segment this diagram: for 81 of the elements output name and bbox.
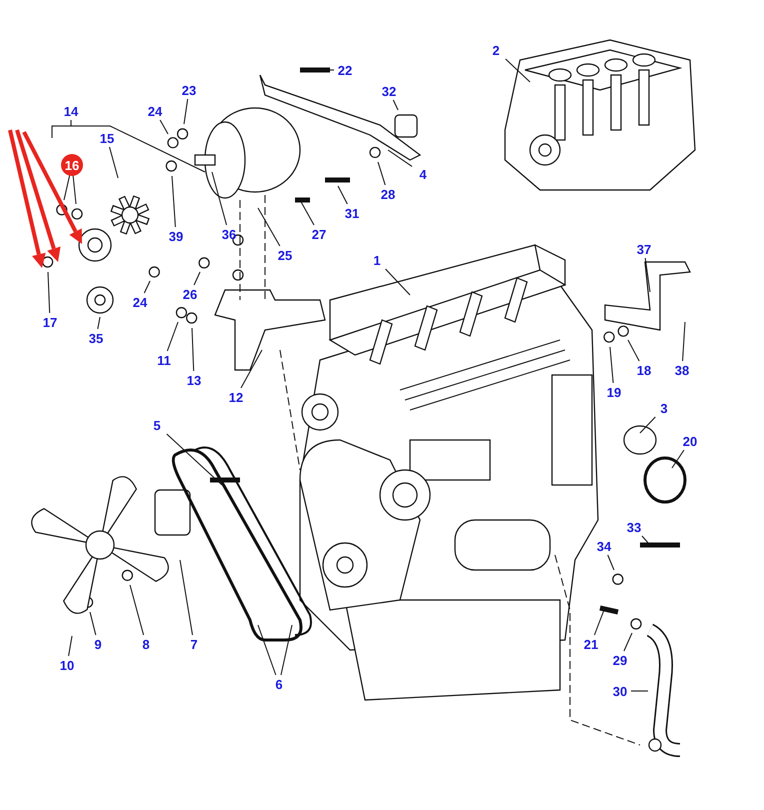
leader-line	[392, 100, 398, 110]
leader-line	[97, 316, 100, 330]
leader-line	[166, 434, 222, 486]
leader-line	[108, 146, 118, 178]
callout-number: 14	[62, 102, 80, 120]
callout-number: 33	[626, 518, 642, 536]
callout-number: 8	[141, 635, 151, 653]
leader-line	[607, 554, 614, 570]
leader-line	[624, 632, 632, 652]
leader-line	[644, 258, 650, 292]
leader-line	[180, 560, 193, 636]
leader-line	[212, 172, 228, 226]
leader-line	[192, 328, 194, 372]
leader-line	[48, 272, 50, 314]
callout-number: 34	[596, 537, 612, 555]
callout-number: 25	[276, 246, 294, 264]
leader-line	[388, 150, 412, 167]
leader-line	[338, 186, 348, 204]
callout-number: 7	[189, 635, 199, 653]
leader-line	[594, 610, 604, 636]
leader-line	[280, 624, 292, 676]
callout-number: 30	[612, 682, 628, 700]
leader-line	[630, 690, 648, 692]
callout-number: 27	[310, 225, 328, 243]
callout-number: 13	[186, 371, 202, 389]
callout-number: 11	[156, 351, 172, 369]
callout-number: 26	[182, 285, 198, 303]
leader-line	[505, 58, 530, 82]
callout-number: 2	[491, 41, 501, 59]
callout-number: 19	[606, 383, 622, 401]
callout-number: 35	[88, 329, 104, 347]
callout-number: 21	[582, 635, 600, 653]
callout-number: 23	[180, 81, 198, 99]
leader-line	[240, 350, 262, 388]
callout-number: 1	[372, 251, 382, 269]
callout-number: 24	[146, 102, 164, 120]
leader-line	[160, 120, 168, 134]
callout-number: 5	[152, 416, 162, 434]
callout-number: 17	[42, 313, 58, 331]
callout-number: 38	[674, 361, 690, 379]
leader-line	[672, 450, 684, 468]
leader-line	[68, 636, 72, 656]
callout-number: 15	[98, 129, 116, 147]
leader-line	[90, 612, 96, 636]
callout-number: 37	[636, 240, 652, 258]
callout-number: 24	[132, 293, 148, 311]
callout-number: 16	[61, 154, 83, 176]
callout-number: 32	[380, 82, 398, 100]
leader-line	[682, 322, 686, 362]
leader-line	[640, 416, 656, 434]
callout-number: 36	[220, 225, 238, 243]
leader-line	[172, 176, 176, 228]
callout-number: 29	[612, 651, 628, 669]
callout-number: 18	[636, 361, 652, 379]
callout-number: 3	[659, 399, 669, 417]
leader-line	[642, 536, 650, 546]
leader-line	[64, 174, 70, 200]
leader-line	[258, 624, 276, 676]
leader-line	[610, 346, 614, 384]
callout-number: 20	[682, 432, 698, 450]
callout-number: 6	[274, 675, 284, 693]
leader-line	[258, 208, 280, 246]
leader-line	[130, 584, 144, 636]
leader-line	[184, 98, 188, 124]
leader-line	[72, 174, 76, 204]
leader-line	[300, 200, 314, 226]
callout-number: 4	[418, 165, 428, 183]
callout-number: 31	[344, 204, 360, 222]
callout-number: 10	[58, 656, 76, 674]
leader-line	[378, 162, 386, 186]
leader-line	[628, 340, 640, 362]
callout-number: 9	[93, 635, 103, 653]
callout-number: 39	[168, 227, 184, 245]
leader-line	[144, 280, 150, 294]
leader-line	[384, 268, 410, 296]
callout-number: 12	[228, 388, 244, 406]
callout-number: 22	[336, 61, 354, 79]
leader-line	[166, 322, 178, 352]
leader-line	[70, 120, 206, 172]
callout-number: 28	[380, 185, 396, 203]
leader-line	[194, 272, 200, 286]
